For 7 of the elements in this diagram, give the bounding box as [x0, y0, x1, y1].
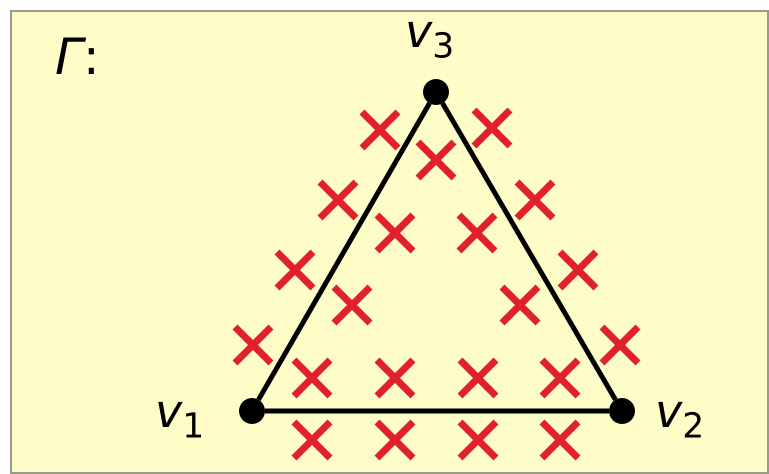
graph-edge — [256, 102, 432, 401]
vertex-label: v$_{1}$ — [155, 388, 204, 444]
graph-edge — [440, 102, 618, 402]
graph-edge — [265, 408, 609, 414]
vertex-label: v$_{2}$ — [655, 388, 704, 444]
graph-title: Γ: — [55, 32, 100, 82]
vertex-label: v$_{3}$ — [405, 8, 454, 64]
